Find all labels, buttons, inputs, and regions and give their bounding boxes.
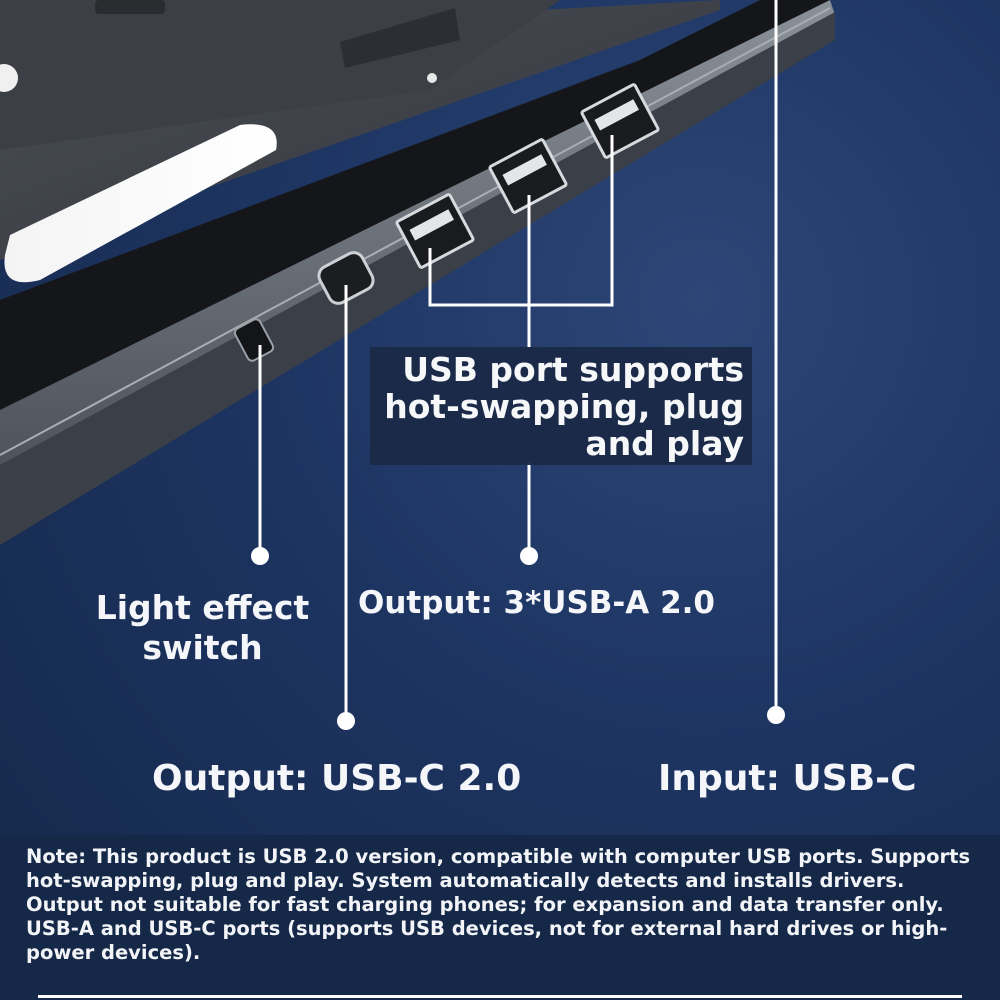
bottom-divider <box>38 995 962 998</box>
vent-slot-2 <box>340 8 460 68</box>
usb-a-port-icon <box>488 138 568 214</box>
leader-dots <box>251 547 785 730</box>
usb-c-port-icon <box>317 251 375 305</box>
light-switch-label: Light effect switch <box>95 588 310 667</box>
usb-a-output-label: Output: 3*USB-A 2.0 <box>358 585 715 621</box>
usb-a-port-icon <box>580 83 660 159</box>
indicator-dot <box>427 73 437 83</box>
light-switch-button-icon <box>233 318 275 362</box>
usb-c-input-label: Input: USB-C <box>658 758 917 799</box>
vent-slot <box>95 0 165 14</box>
product-note: Note: This product is USB 2.0 version, c… <box>26 845 971 964</box>
usb-c-output-label: Output: USB-C 2.0 <box>152 758 522 799</box>
led-light-bar-icon <box>0 64 277 283</box>
usb-a-port-icon <box>395 193 475 269</box>
hotswap-callout-text: USB port supports hot-swapping, plug and… <box>384 350 744 463</box>
leader-lines <box>258 0 778 720</box>
note-background <box>0 835 1000 1000</box>
hotswap-callout-box: USB port supports hot-swapping, plug and… <box>370 347 752 465</box>
